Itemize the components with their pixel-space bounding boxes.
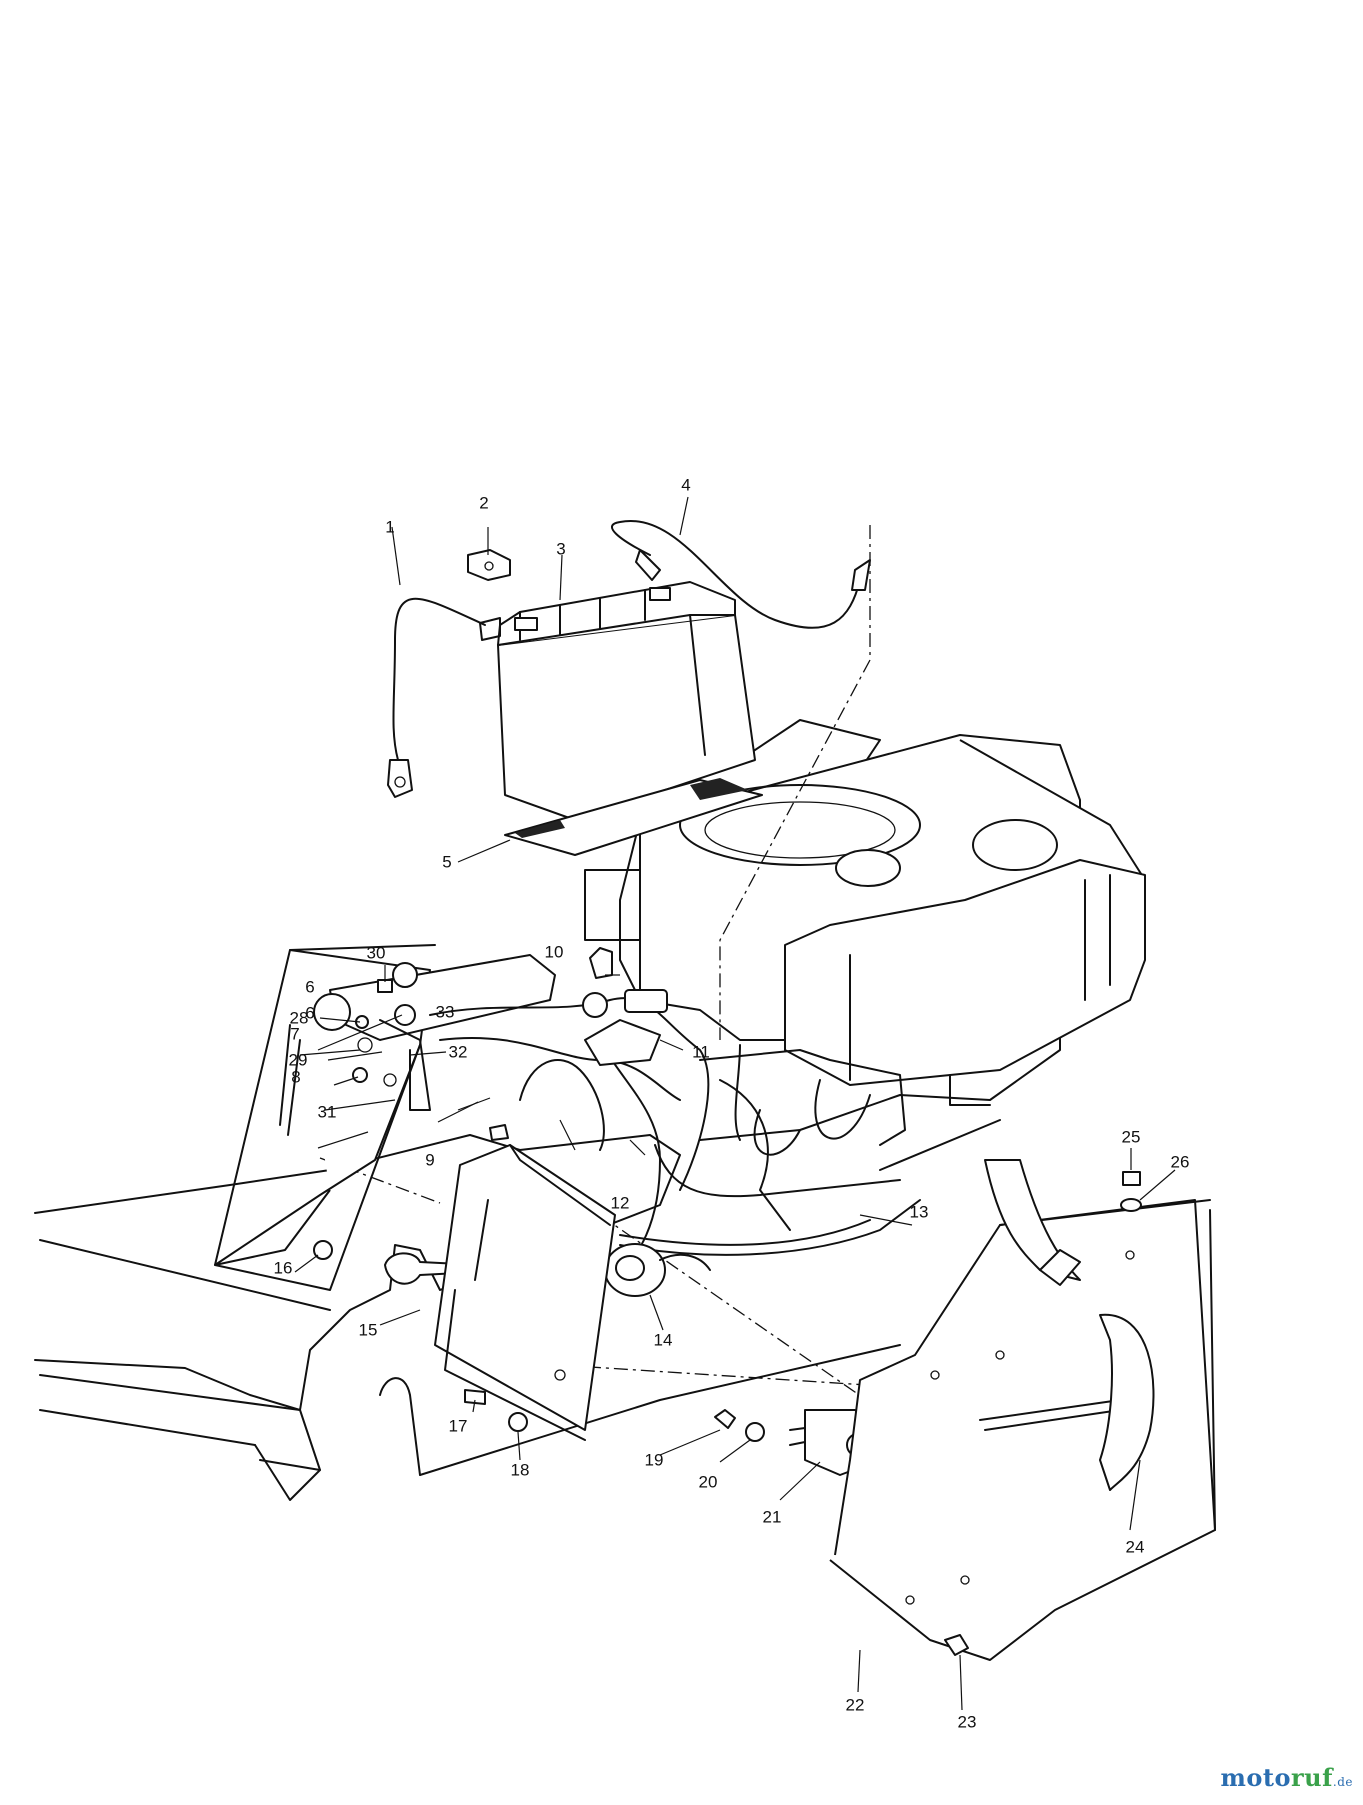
connector-block bbox=[624, 989, 668, 1013]
part-label-30: 30 bbox=[366, 943, 386, 963]
part-label-19: 19 bbox=[644, 1450, 664, 1470]
leader-lines bbox=[294, 496, 1176, 1711]
part-label-6a: 6 bbox=[305, 977, 315, 997]
part-label-2: 2 bbox=[479, 493, 489, 513]
bolt-6 bbox=[394, 1004, 416, 1026]
washer-26 bbox=[1120, 1198, 1142, 1212]
part-label-23: 23 bbox=[957, 1712, 977, 1732]
battery-pad bbox=[504, 779, 763, 856]
part-label-20: 20 bbox=[698, 1472, 718, 1492]
part-label-22: 22 bbox=[845, 1695, 865, 1715]
part-label-17: 17 bbox=[448, 1416, 468, 1436]
fender-strap bbox=[984, 1159, 1081, 1281]
part-label-9: 9 bbox=[425, 1150, 435, 1170]
bolt-25 bbox=[1122, 1171, 1141, 1186]
part-label-14: 14 bbox=[653, 1330, 673, 1350]
battery-cable-negative bbox=[392, 597, 486, 761]
fuel-tank bbox=[784, 859, 1146, 1086]
part-label-26: 26 bbox=[1170, 1152, 1190, 1172]
part-label-31: 31 bbox=[317, 1102, 337, 1122]
screw-17 bbox=[464, 1389, 486, 1405]
part-label-11: 11 bbox=[692, 1042, 710, 1062]
part-label-7: 7 bbox=[290, 1024, 300, 1044]
part-label-3: 3 bbox=[556, 539, 566, 559]
part-label-4: 4 bbox=[681, 475, 691, 495]
part-label-8: 8 bbox=[291, 1067, 301, 1087]
part-label-32: 32 bbox=[448, 1042, 468, 1062]
part-label-6b: 6 bbox=[305, 1003, 315, 1023]
right-side-panel bbox=[829, 1199, 1216, 1661]
part-label-25: 25 bbox=[1121, 1127, 1141, 1147]
part-label-21: 21 bbox=[762, 1507, 782, 1527]
terminal-clamp bbox=[467, 549, 511, 581]
part-label-15: 15 bbox=[358, 1320, 378, 1340]
part-label-13: 13 bbox=[909, 1202, 929, 1222]
nut-16 bbox=[313, 1240, 333, 1260]
ignition-switch bbox=[604, 1243, 711, 1297]
engine-flywheel-cover bbox=[679, 784, 921, 866]
battery-cable-positive bbox=[611, 519, 861, 629]
part-label-10: 10 bbox=[544, 942, 564, 962]
screw-19 bbox=[714, 1409, 736, 1429]
part-label-1: 1 bbox=[385, 517, 395, 537]
part-label-24: 24 bbox=[1125, 1537, 1145, 1557]
screw-23 bbox=[944, 1634, 969, 1656]
part-label-33: 33 bbox=[435, 1002, 455, 1022]
watermark-logo: motoruf.de bbox=[1220, 1763, 1353, 1792]
battery-shelf bbox=[739, 719, 881, 771]
part-label-5: 5 bbox=[442, 852, 452, 872]
bolt-30 bbox=[377, 979, 393, 993]
part-label-28: 28 bbox=[289, 1008, 309, 1028]
nut-8 bbox=[352, 1067, 368, 1083]
nut-18 bbox=[508, 1412, 528, 1432]
cable-routing-line bbox=[719, 525, 871, 1040]
fuse-holder bbox=[589, 947, 613, 979]
part-label-12: 12 bbox=[610, 1193, 630, 1213]
part-label-18: 18 bbox=[510, 1460, 530, 1480]
fuel-cap bbox=[972, 819, 1058, 871]
dash-panel bbox=[434, 1144, 616, 1431]
part-label-29: 29 bbox=[288, 1050, 308, 1070]
part-label-16: 16 bbox=[273, 1258, 293, 1278]
washer-20 bbox=[745, 1422, 765, 1442]
